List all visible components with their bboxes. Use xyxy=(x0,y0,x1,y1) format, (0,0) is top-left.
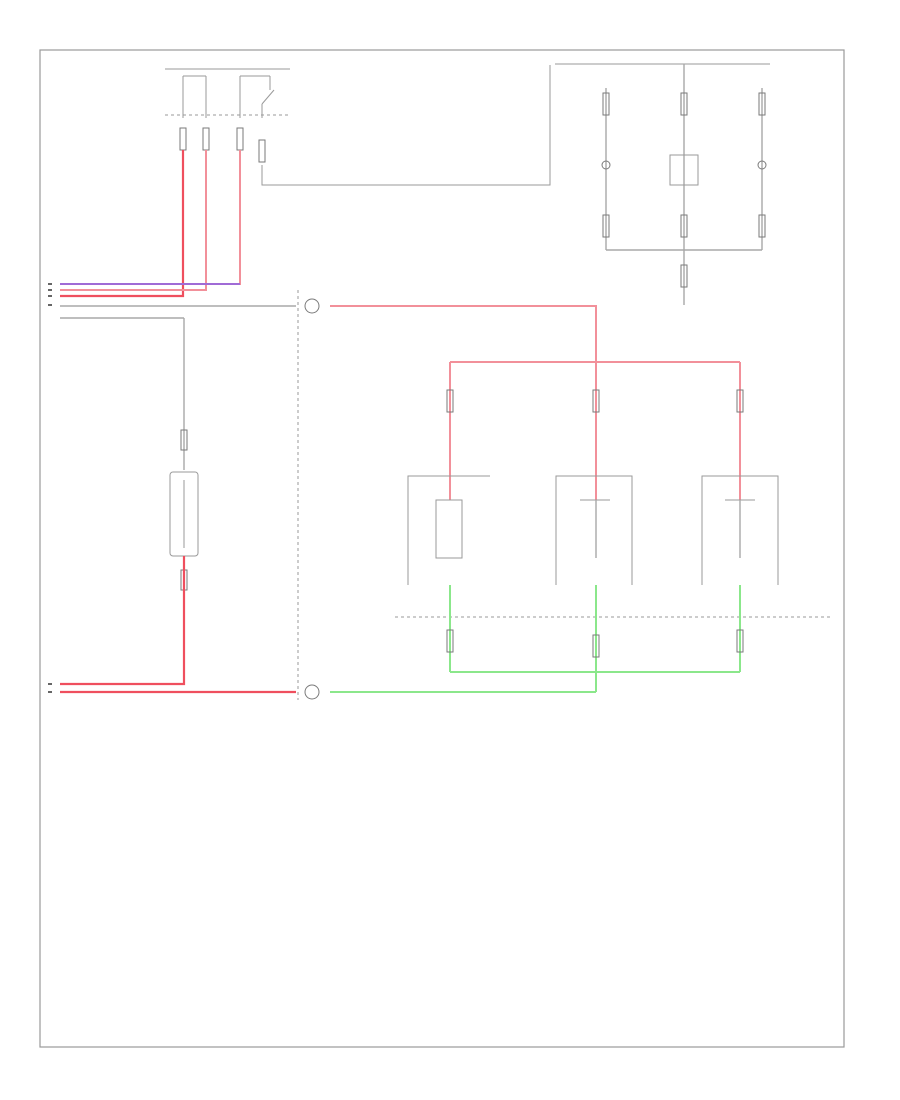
wire-pink-main xyxy=(330,305,597,362)
bottom-lamp-blocks xyxy=(407,475,779,585)
lamp-module-center xyxy=(669,154,699,186)
diagram-frame xyxy=(39,49,845,1048)
green-ground-wires xyxy=(330,585,744,693)
bottom-lamp-1-body xyxy=(435,499,463,559)
top-switch-block xyxy=(165,68,290,118)
junction-connector-bottom xyxy=(304,684,320,700)
top-connectors xyxy=(179,127,266,163)
junction-connector-top xyxy=(304,298,320,314)
left-terminals-top xyxy=(48,283,52,306)
junction-block xyxy=(297,290,320,700)
top-switch-enclosure xyxy=(261,65,551,186)
top-harness-wires xyxy=(60,150,241,298)
left-terminals-bottom xyxy=(48,683,52,693)
top-right-lamp-block xyxy=(555,63,770,305)
wire-red-module-out xyxy=(60,556,186,686)
